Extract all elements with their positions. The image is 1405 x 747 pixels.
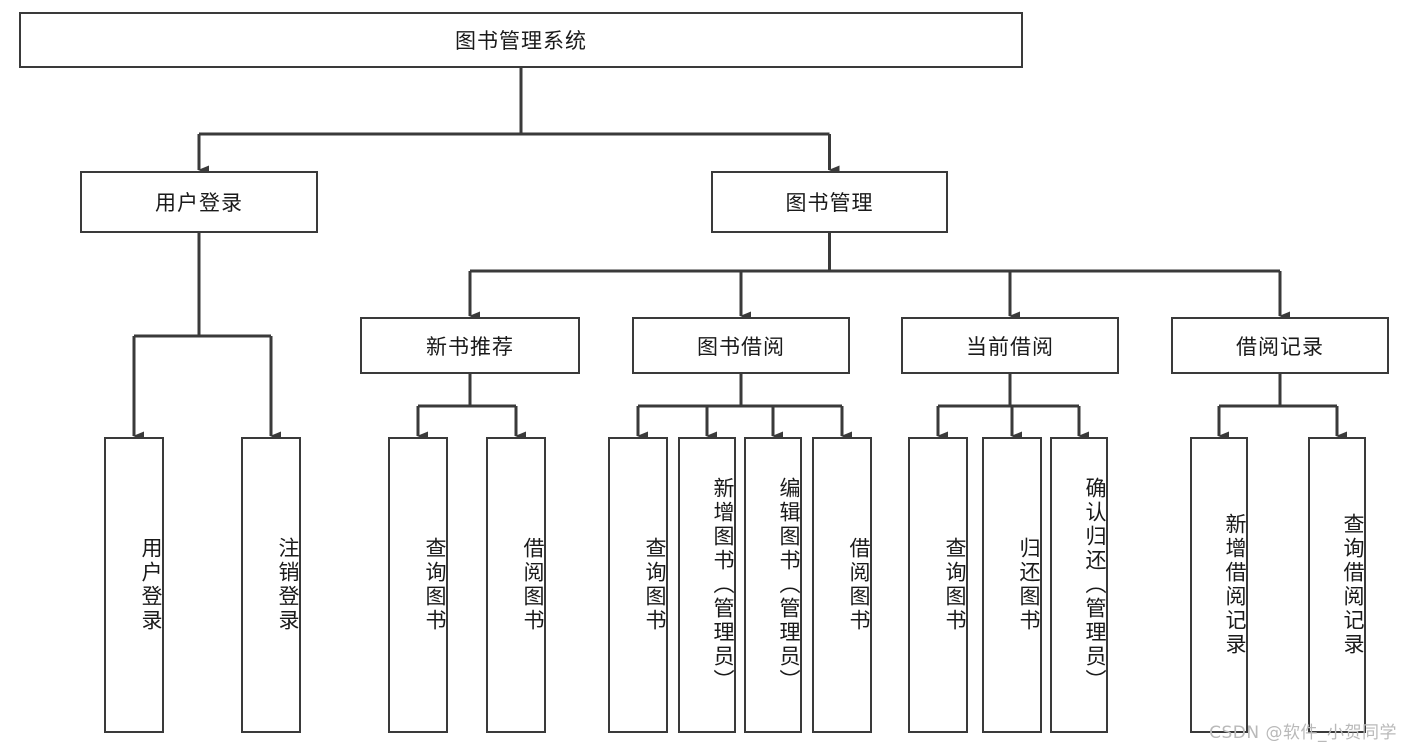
node-label: 确认归还（管理员） (1083, 477, 1107, 693)
node-l2-current-borrow[interactable]: 当前借阅 (901, 317, 1119, 374)
node-label: 图书管理 (785, 191, 874, 215)
node-l3-c2[interactable]: 新增图书（管理员） (678, 437, 736, 733)
node-l2-new-book-rec[interactable]: 新书推荐 (360, 317, 580, 374)
node-label: 查询图书 (943, 537, 967, 633)
node-label: 图书管理系统 (455, 29, 587, 53)
node-label: 用户登录 (155, 191, 243, 215)
node-label: 图书借阅 (697, 334, 785, 359)
node-root[interactable]: 图书管理系统 (19, 12, 1023, 68)
node-label: 当前借阅 (966, 334, 1054, 359)
node-label: 新书推荐 (426, 334, 514, 359)
node-l3-d2[interactable]: 归还图书 (982, 437, 1042, 733)
node-label: 新增图书（管理员） (711, 477, 735, 693)
node-label: 注销登录 (276, 537, 300, 633)
node-l3-a1[interactable]: 用户登录 (104, 437, 164, 733)
node-l3-e2[interactable]: 查询借阅记录 (1308, 437, 1366, 733)
node-l2-borrow-record[interactable]: 借阅记录 (1171, 317, 1389, 374)
node-label: 查询图书 (423, 537, 447, 633)
node-label: 查询图书 (643, 537, 667, 633)
node-l3-b1[interactable]: 查询图书 (388, 437, 448, 733)
node-l3-d3[interactable]: 确认归还（管理员） (1050, 437, 1108, 733)
node-label: 编辑图书（管理员） (777, 477, 801, 693)
node-l3-d1[interactable]: 查询图书 (908, 437, 968, 733)
node-label: 借阅记录 (1236, 334, 1324, 359)
node-l1-user-login[interactable]: 用户登录 (80, 171, 318, 233)
node-label: 归还图书 (1017, 537, 1041, 633)
node-l3-a2[interactable]: 注销登录 (241, 437, 301, 733)
node-label: 借阅图书 (521, 537, 545, 633)
node-l1-book-mgmt[interactable]: 图书管理 (711, 171, 948, 233)
node-l3-c3[interactable]: 编辑图书（管理员） (744, 437, 802, 733)
node-label: 查询借阅记录 (1341, 513, 1365, 657)
node-l2-book-borrow[interactable]: 图书借阅 (632, 317, 850, 374)
node-l3-c4[interactable]: 借阅图书 (812, 437, 872, 733)
node-l3-b2[interactable]: 借阅图书 (486, 437, 546, 733)
node-label: 新增借阅记录 (1223, 513, 1247, 657)
node-l3-c1[interactable]: 查询图书 (608, 437, 668, 733)
node-label: 借阅图书 (847, 537, 871, 633)
node-label: 用户登录 (139, 537, 163, 633)
node-l3-e1[interactable]: 新增借阅记录 (1190, 437, 1248, 733)
watermark-label: CSDN @软件_小贺同学 (1209, 723, 1397, 743)
